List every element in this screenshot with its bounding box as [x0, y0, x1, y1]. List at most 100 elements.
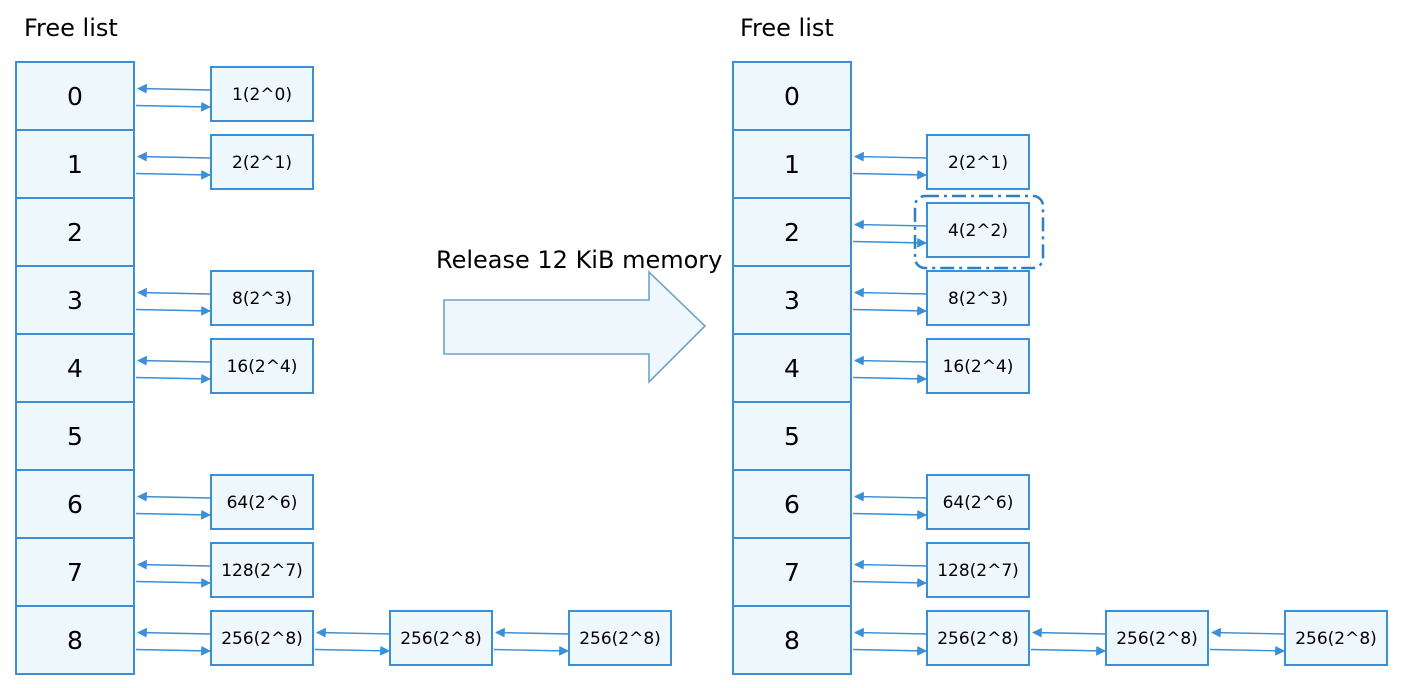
link-7-0-prev-arrow	[854, 559, 928, 570]
block-size-label: 8(2^3)	[948, 289, 1008, 309]
slot-4: 4	[732, 333, 852, 403]
link-8-2-prev-arrow	[1211, 627, 1286, 638]
block-box	[210, 134, 314, 190]
slot-index-label: 2	[784, 218, 800, 247]
block-size-label: 256(2^8)	[221, 629, 303, 649]
slot-box	[15, 61, 135, 131]
free-block-8-0: 256(2^8)	[852, 610, 1030, 666]
slot-index-label: 5	[784, 422, 800, 451]
block-box	[210, 474, 314, 530]
block-box	[389, 610, 493, 666]
block-box	[926, 474, 1030, 530]
link-3-0-next-arrow	[135, 305, 211, 316]
slot-box	[732, 333, 852, 403]
link-8-1-next-arrow	[314, 645, 390, 656]
slot-6: 6	[15, 469, 135, 539]
free-block-6-0: 64(2^6)	[852, 474, 1030, 530]
slot-index-label: 7	[67, 558, 83, 587]
link-7-0-next-arrow	[135, 577, 211, 588]
block-size-label: 4(2^2)	[948, 221, 1008, 241]
link-8-0-next-arrow	[852, 645, 927, 656]
slot-2: 2	[15, 197, 135, 267]
slot-3: 3	[15, 265, 135, 335]
slot-0: 0	[732, 61, 852, 131]
free-block-1-0: 2(2^1)	[135, 134, 314, 190]
link-4-0-next-arrow	[135, 373, 211, 384]
free-block-8-1: 256(2^8)	[1030, 610, 1209, 666]
link-1-0-prev-arrow	[137, 151, 212, 162]
slot-4: 4	[15, 333, 135, 403]
left-free-list-title: Free list	[24, 14, 118, 42]
block-box	[568, 610, 672, 666]
right-free-list-title: Free list	[740, 14, 834, 42]
block-box	[210, 66, 314, 122]
slot-box	[15, 333, 135, 403]
slot-0: 0	[15, 61, 135, 131]
link-3-0-next-arrow	[852, 305, 927, 316]
block-size-label: 64(2^6)	[227, 493, 298, 513]
link-1-0-prev-arrow	[854, 151, 928, 162]
slot-box	[15, 469, 135, 539]
block-size-label: 1(2^0)	[232, 85, 292, 105]
slot-box	[732, 129, 852, 199]
free-block-4-0: 16(2^4)	[135, 338, 314, 394]
slot-box	[732, 265, 852, 335]
slot-index-label: 0	[784, 82, 800, 111]
block-size-label: 256(2^8)	[1295, 629, 1377, 649]
free-block-3-0: 8(2^3)	[852, 270, 1030, 326]
release-label: Release 12 KiB memory	[436, 246, 722, 274]
slot-1: 1	[732, 129, 852, 199]
link-0-0-prev-arrow	[137, 83, 212, 94]
block-size-label: 256(2^8)	[1116, 629, 1198, 649]
slot-box	[732, 197, 852, 267]
link-8-1-prev-arrow	[1032, 627, 1107, 638]
block-size-label: 16(2^4)	[227, 357, 298, 377]
link-8-2-next-arrow	[493, 645, 569, 656]
free-block-8-2: 256(2^8)	[1209, 610, 1388, 666]
link-1-0-next-arrow	[135, 169, 211, 180]
block-box	[1105, 610, 1209, 666]
free-block-2-0: 4(2^2)	[852, 202, 1030, 258]
slot-index-label: 6	[67, 490, 83, 519]
release-transition: Release 12 KiB memory	[436, 246, 722, 384]
link-1-0-next-arrow	[852, 169, 927, 180]
link-4-0-prev-arrow	[137, 355, 212, 366]
link-0-0-next-arrow	[135, 101, 211, 112]
slot-index-label: 1	[784, 150, 800, 179]
slot-5: 5	[732, 401, 852, 471]
free-block-8-2: 256(2^8)	[493, 610, 672, 666]
block-size-label: 2(2^1)	[948, 153, 1008, 173]
link-4-0-next-arrow	[852, 373, 927, 384]
block-size-label: 8(2^3)	[232, 289, 292, 309]
slot-7: 7	[15, 537, 135, 607]
slot-box	[732, 469, 852, 539]
link-7-0-next-arrow	[852, 577, 927, 588]
block-box	[210, 542, 314, 598]
block-size-label: 256(2^8)	[937, 629, 1019, 649]
block-size-label: 256(2^8)	[579, 629, 661, 649]
free-block-6-0: 64(2^6)	[135, 474, 314, 530]
link-8-2-prev-arrow	[495, 627, 570, 638]
released-block-highlight	[913, 194, 1045, 270]
slot-7: 7	[732, 537, 852, 607]
slot-index-label: 0	[67, 82, 83, 111]
slot-index-label: 1	[67, 150, 83, 179]
slot-index-label: 6	[784, 490, 800, 519]
slot-index-label: 4	[67, 354, 83, 383]
block-box	[210, 338, 314, 394]
slot-index-label: 8	[67, 626, 83, 655]
slot-index-label: 7	[784, 558, 800, 587]
link-8-1-prev-arrow	[316, 627, 391, 638]
free-block-7-0: 128(2^7)	[135, 542, 314, 598]
link-3-0-prev-arrow	[137, 287, 212, 298]
free-block-7-0: 128(2^7)	[852, 542, 1030, 598]
slot-box	[732, 401, 852, 471]
slot-box	[732, 61, 852, 131]
slot-3: 3	[732, 265, 852, 335]
block-box	[926, 270, 1030, 326]
transition-arrow-icon	[443, 270, 707, 384]
block-size-label: 256(2^8)	[400, 629, 482, 649]
block-box	[926, 134, 1030, 190]
